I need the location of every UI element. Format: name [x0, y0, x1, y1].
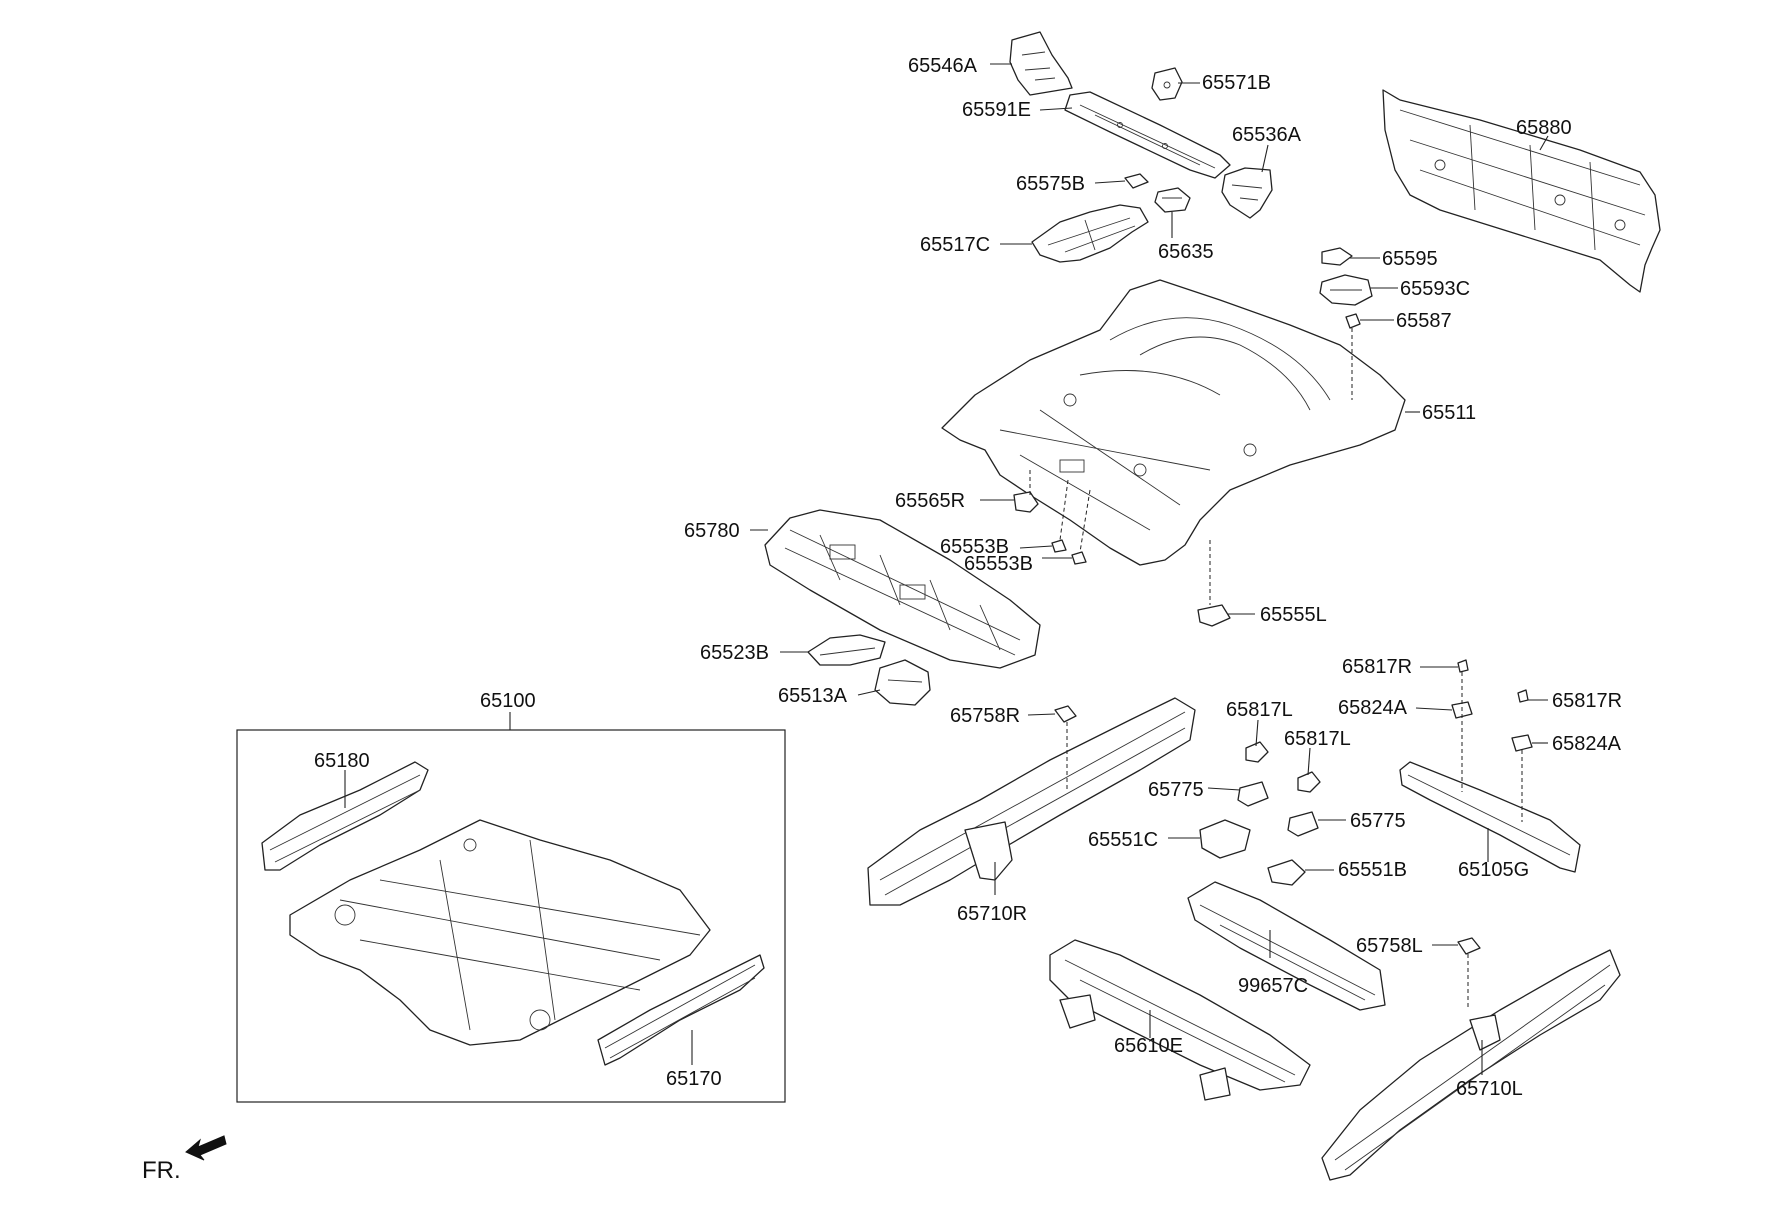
- part-65593C-bracket: [1319, 274, 1373, 306]
- label-65180: 65180: [314, 750, 370, 772]
- label-65587: 65587: [1396, 310, 1452, 332]
- part-65758R-bracket: [1054, 705, 1077, 723]
- part-65758L-bracket: [1457, 937, 1481, 955]
- part-65517C-panel: [1031, 204, 1149, 263]
- part-65553B-clips: [1051, 539, 1087, 565]
- label-65170: 65170: [666, 1068, 722, 1090]
- part-65880-rear-panel: [1382, 89, 1661, 293]
- label-65105G: 65105G: [1458, 859, 1529, 881]
- part-65551C-bracket: [1199, 819, 1251, 859]
- label-65610E: 65610E: [1114, 1035, 1183, 1057]
- part-65100-front-floor: [289, 819, 711, 1046]
- part-65610E-member: [1049, 939, 1311, 1101]
- label-65553B-1: 65553B: [940, 536, 1009, 558]
- part-65587-clip: [1345, 313, 1361, 329]
- part-labels: 65546A 65571B 65591E 65536A 65880 65575B…: [314, 55, 1622, 1100]
- part-65824A-brackets: [1451, 701, 1533, 752]
- part-65635-bracket: [1154, 187, 1191, 213]
- part-65555L-bracket: [1197, 604, 1231, 627]
- part-65536A-bracket: [1221, 167, 1273, 219]
- part-65180-rail: [261, 761, 429, 871]
- part-65575B-plate: [1124, 173, 1149, 189]
- label-65775-1: 65775: [1148, 779, 1204, 801]
- part-65565R-bracket: [1013, 491, 1039, 513]
- part-65591E-member: [1064, 91, 1231, 179]
- label-65536A: 65536A: [1232, 124, 1302, 146]
- part-65523B-bracket: [807, 634, 886, 666]
- label-65571B: 65571B: [1202, 72, 1271, 94]
- part-65571B-bracket: [1151, 67, 1183, 101]
- label-65513A: 65513A: [778, 685, 848, 707]
- label-65817L-1: 65817L: [1226, 699, 1293, 721]
- label-99657C: 99657C: [1238, 975, 1308, 997]
- label-65710L: 65710L: [1456, 1078, 1523, 1100]
- label-65511: 65511: [1422, 402, 1476, 424]
- label-65575B: 65575B: [1016, 173, 1085, 195]
- label-65553B-2: 65553B: [964, 553, 1033, 575]
- label-65523B: 65523B: [700, 642, 769, 664]
- label-65555L: 65555L: [1260, 604, 1327, 626]
- label-65635: 65635: [1158, 241, 1214, 263]
- label-65775-2: 65775: [1350, 810, 1406, 832]
- label-65824A-2: 65824A: [1552, 733, 1622, 755]
- part-65780-crossmember: [764, 509, 1041, 669]
- label-65758R: 65758R: [950, 705, 1020, 727]
- label-65565R: 65565R: [895, 490, 965, 512]
- part-65595-bracket: [1321, 247, 1353, 266]
- label-65817R-1: 65817R: [1342, 656, 1412, 678]
- part-65817L-brackets: [1245, 741, 1321, 793]
- front-direction-indicator: FR.: [142, 1135, 227, 1184]
- label-65880: 65880: [1516, 117, 1572, 139]
- part-65100-assembly-box: [236, 729, 786, 1103]
- leader-lines: [344, 63, 1549, 1075]
- label-65593C: 65593C: [1400, 278, 1470, 300]
- label-65817R-2: 65817R: [1552, 690, 1622, 712]
- part-65817R-clips: [1457, 659, 1529, 703]
- label-65824A-1: 65824A: [1338, 697, 1408, 719]
- label-65758L: 65758L: [1356, 935, 1423, 957]
- front-direction-label: FR.: [142, 1157, 181, 1184]
- part-65105G-rail: [1399, 761, 1581, 873]
- part-65775-brackets: [1237, 781, 1319, 837]
- part-99657C-member: [1187, 881, 1386, 1011]
- part-65513A-bracket: [874, 659, 931, 706]
- label-65591E: 65591E: [962, 99, 1031, 121]
- part-65710R-side-member: [867, 697, 1196, 906]
- label-65546A: 65546A: [908, 55, 978, 77]
- label-65595: 65595: [1382, 248, 1438, 270]
- label-65817L-2: 65817L: [1284, 728, 1351, 750]
- label-65100: 65100: [480, 690, 536, 712]
- front-arrow-icon: [185, 1135, 227, 1161]
- label-65710R: 65710R: [957, 903, 1027, 925]
- label-65551C: 65551C: [1088, 829, 1158, 851]
- part-65170-rail: [597, 954, 765, 1066]
- label-65551B: 65551B: [1338, 859, 1407, 881]
- part-65551B-bracket: [1267, 859, 1306, 886]
- part-65511-rear-floor: [941, 279, 1406, 566]
- label-65517C: 65517C: [920, 234, 990, 256]
- part-65546A-bracket: [1009, 31, 1073, 96]
- label-65780: 65780: [684, 520, 740, 542]
- alignment-lines: [1029, 328, 1523, 1010]
- part-65710L-side-member: [1321, 949, 1621, 1181]
